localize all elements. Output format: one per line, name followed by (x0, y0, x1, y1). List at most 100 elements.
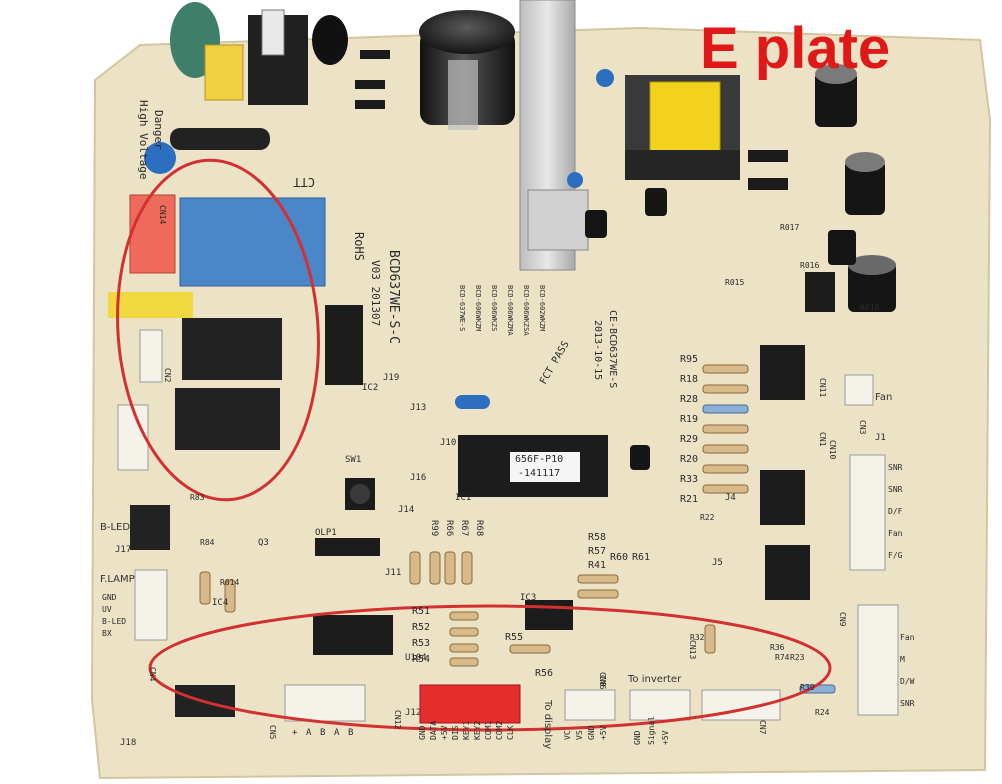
resistor-label: R51 (412, 606, 430, 617)
jumper-label: J16 (410, 473, 426, 483)
resistor-label: R017 (780, 223, 799, 232)
small-capacitors (567, 64, 896, 470)
connector-pin-label: CLK (506, 725, 515, 740)
resistor-label: R015 (725, 278, 744, 287)
resistor-label: R57 (588, 546, 606, 557)
jumper-label: J10 (440, 438, 456, 448)
label-bled: B-LED (100, 522, 130, 533)
connector-label: CN9 (838, 612, 847, 627)
resistor-label: R55 (505, 632, 523, 643)
input-filter-components (144, 2, 348, 174)
label-fan: Fan (875, 392, 892, 403)
silk-warning: High Voltage (137, 100, 150, 179)
resistor-label: R56 (535, 668, 553, 679)
connector-pin-label: D/W (900, 677, 915, 686)
connector-pin-label: KEY2 (473, 721, 482, 740)
connector-label: CN1 (818, 432, 827, 447)
model-table-row: BCD-606WKZS (490, 285, 498, 331)
connector-pin-label: Fan (888, 529, 903, 538)
silk-rohs: RoHS (352, 232, 366, 261)
ic-label: IC4 (212, 598, 228, 608)
connector-label: CN11 (818, 378, 827, 397)
resistor-label: R30 (800, 683, 815, 692)
connector-label: CN2 (163, 368, 172, 383)
label-inverter: To inverter (627, 674, 682, 685)
jumper-label: J14 (398, 505, 414, 515)
connector-pin-label: +5V (599, 725, 608, 740)
heatsink (519, 0, 589, 271)
resistor-label: R21 (680, 494, 698, 505)
silk-version: V03 201307 (369, 260, 382, 326)
connector-pin-label: SNR (888, 463, 903, 472)
integrated-circuits (313, 305, 608, 655)
jumper-label: J17 (115, 545, 131, 555)
connector-pin-label: A (334, 728, 340, 738)
resistor-label: R84 (200, 538, 215, 547)
connector-pin-label: KEY1 (462, 721, 471, 740)
resistor-label: R18 (680, 374, 698, 385)
connector-pin-label: GND (102, 593, 117, 602)
model-table-row: BCD-606WKZMA (506, 285, 514, 336)
annotation-relay-area (116, 158, 320, 502)
connector-label: CN10 (828, 440, 837, 459)
chip-sublabel: -141117 (518, 468, 560, 479)
connector-pin-label: D/F (888, 507, 903, 516)
connector-pin-label: +5V (440, 725, 449, 740)
connector-pin-label: GND (418, 725, 427, 740)
jumper-label: J5 (712, 558, 723, 568)
connector-pin-label: B (320, 728, 325, 738)
connector-pin-label: UV (102, 605, 112, 614)
resistor-label: R99 (429, 520, 439, 536)
silk-date: 2013-10-15 (592, 320, 603, 380)
connector-pin-label: VC (563, 730, 572, 740)
resistor-label: R23 (790, 653, 805, 662)
voltage-regulators (760, 272, 835, 600)
silk-ctt: CTT (293, 175, 315, 189)
ic-label: IC2 (362, 383, 378, 393)
resistor-label: R016 (800, 261, 819, 270)
resistor-label: R014 (220, 578, 239, 587)
silk-danger: Danger (152, 110, 165, 150)
resistor-label: R24 (815, 708, 830, 717)
connector-pin-label: B-LED (102, 617, 126, 626)
jumper-label: J1 (875, 433, 886, 443)
jumper-label: J13 (410, 403, 426, 413)
jumper-label: J19 (383, 373, 399, 383)
connector-pin-label: M (900, 655, 905, 664)
resistors (199, 364, 836, 694)
resistor-label: R19 (680, 414, 698, 425)
connector-pin-label: SNR (900, 699, 915, 708)
jumper-label: J11 (385, 568, 401, 578)
connector-label: CN5 (268, 725, 277, 740)
connector-pin-label: Fan (900, 633, 915, 642)
resistor-label: R95 (680, 354, 698, 365)
electrolytic-capacitor-large (419, 10, 515, 130)
jumper-label: J4 (725, 493, 736, 503)
resistor-label: R29 (680, 434, 698, 445)
connector-pin-label: VS (575, 730, 584, 740)
resistor-label: R67 (459, 520, 469, 536)
ic-label: IC3 (520, 593, 536, 603)
label-lamp: F.LAMP (100, 574, 135, 585)
transformer (625, 75, 740, 180)
crystal (455, 395, 490, 409)
connector-label: CN4 (148, 667, 157, 682)
connector-pin-label: A (306, 728, 312, 738)
connector-pin-label: DIS (451, 725, 460, 740)
jumper-label: J12 (405, 708, 421, 718)
resistor-label: R018 (860, 303, 879, 312)
resistor-label: R61 (632, 552, 650, 563)
resistor-label: R54 (412, 654, 430, 665)
connector-pin-label: GND (633, 730, 642, 745)
resistor-label: R53 (412, 638, 430, 649)
resistor-label: R58 (588, 532, 606, 543)
jumper-label: J18 (120, 738, 136, 748)
connector-pin-label: DATA (429, 721, 438, 740)
resistor-label: R32 (690, 633, 705, 642)
silk-serial: CE-BCD637WE-S (607, 310, 618, 388)
model-table-row: BCD-606WKZSA (522, 285, 530, 336)
connector-pin-label: SNR (888, 485, 903, 494)
model-table-row: BCD-602WKZM (538, 285, 546, 331)
